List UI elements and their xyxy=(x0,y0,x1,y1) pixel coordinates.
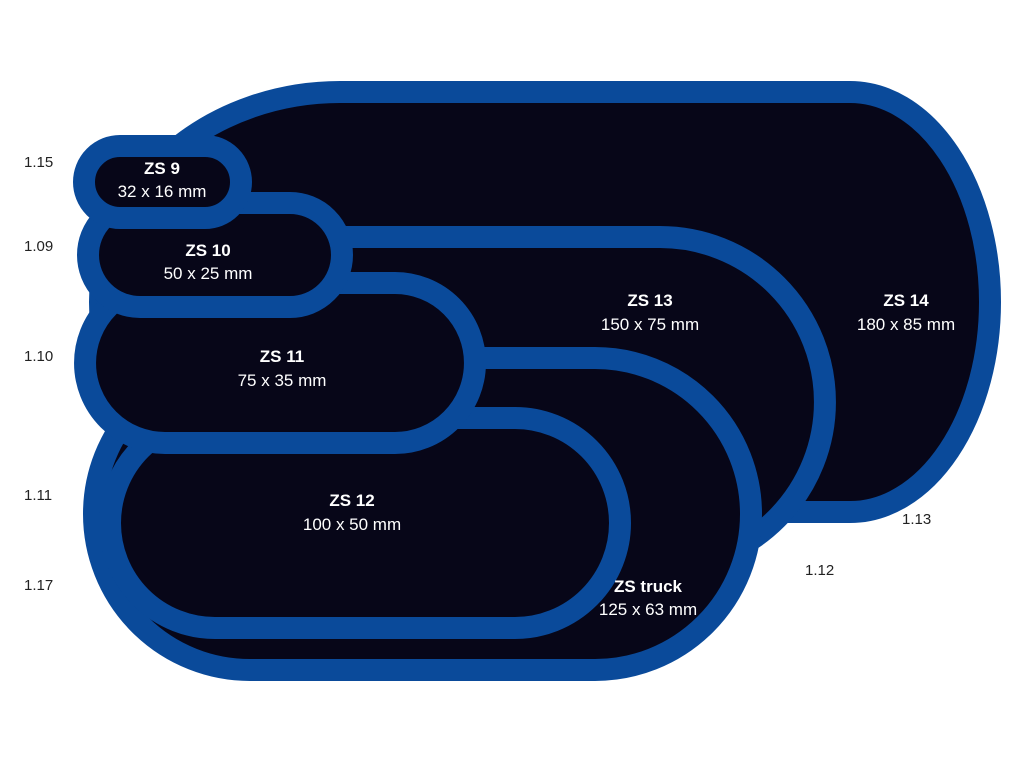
label-zs-14-name: ZS 14 xyxy=(883,291,929,310)
patch-zs-9 xyxy=(73,135,252,229)
code-zs-12: 1.11 xyxy=(24,487,52,504)
label-zs-14-size: 180 x 85 mm xyxy=(857,315,955,334)
code-zs-10: 1.09 xyxy=(24,238,53,255)
label-zs-11-name: ZS 11 xyxy=(260,347,304,366)
label-zs-12-size: 100 x 50 mm xyxy=(303,515,401,534)
code-zs-11: 1.10 xyxy=(24,348,53,365)
label-zs-12-name: ZS 12 xyxy=(329,491,374,510)
label-zs-13-size: 150 x 75 mm xyxy=(601,315,699,334)
code-zs-14: 1.13 xyxy=(902,511,931,528)
label-zs-10-size: 50 x 25 mm xyxy=(164,264,253,283)
patch-zs-11 xyxy=(74,272,486,454)
label-zs-13-name: ZS 13 xyxy=(627,291,672,310)
code-zs-13: 1.12 xyxy=(805,562,834,579)
label-zs-11-size: 75 x 35 mm xyxy=(238,371,327,390)
code-zs-truck: 1.17 xyxy=(24,577,53,594)
label-zs-truck-size: 125 x 63 mm xyxy=(599,600,697,619)
code-zs-9: 1.15 xyxy=(24,154,53,171)
label-zs-truck-name: ZS truck xyxy=(614,577,683,596)
label-zs-10-name: ZS 10 xyxy=(185,241,230,260)
label-zs-9-size: 32 x 16 mm xyxy=(118,182,207,201)
patch-zs-12 xyxy=(99,407,631,639)
label-zs-9-name: ZS 9 xyxy=(144,159,180,178)
